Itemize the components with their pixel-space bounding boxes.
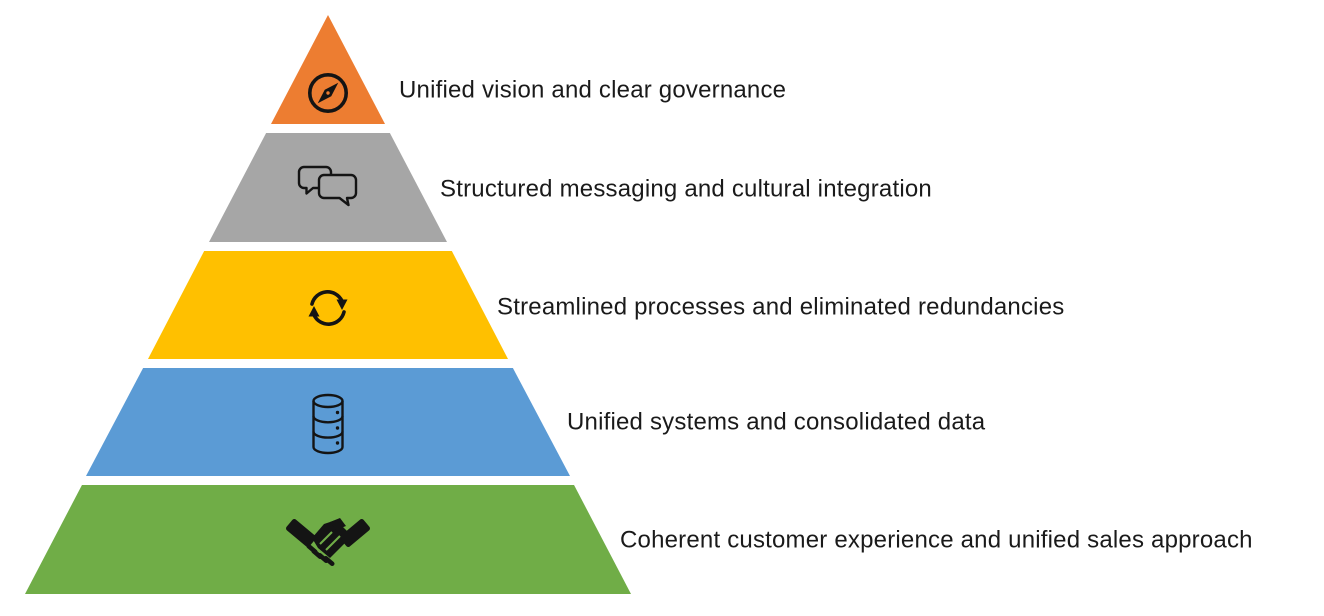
pyramid-level-4-label: Unified systems and consolidated data xyxy=(567,408,986,436)
pyramid-level-5-label: Coherent customer experience and unified… xyxy=(620,526,1253,554)
database-icon xyxy=(312,393,344,455)
pyramid-level-3-label: Streamlined processes and eliminated red… xyxy=(497,293,1065,321)
cycle-arrows-icon xyxy=(308,290,348,326)
pyramid-level-1-label: Unified vision and clear governance xyxy=(399,76,787,104)
compass-icon xyxy=(307,72,349,114)
handshake-icon xyxy=(286,518,370,566)
chat-bubbles-icon xyxy=(297,165,358,207)
pyramid-level-2-label: Structured messaging and cultural integr… xyxy=(440,175,932,203)
pyramid-level-3-shape xyxy=(148,251,508,359)
